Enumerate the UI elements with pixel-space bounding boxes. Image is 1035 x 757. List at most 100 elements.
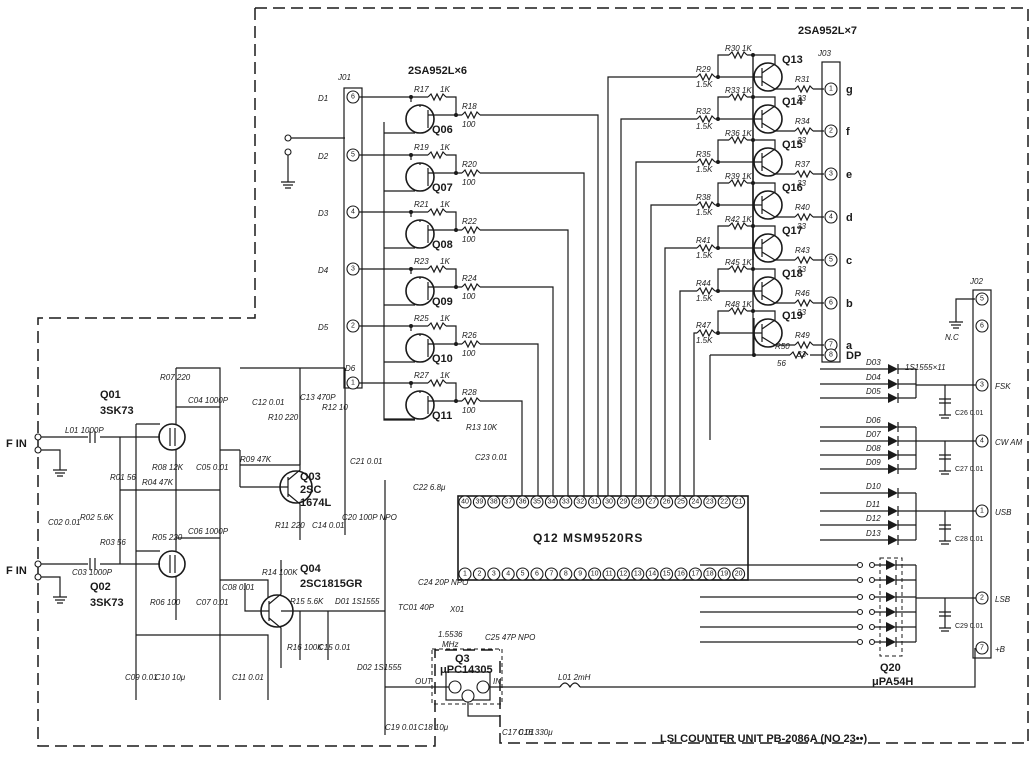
- diode-symbol: [886, 622, 896, 632]
- pnp-transistor-symbol: [753, 104, 783, 134]
- j03-pin: [824, 296, 838, 310]
- diode-symbol: [888, 393, 898, 403]
- digit-rb-label: R21: [414, 200, 429, 209]
- j01-pin-number: 4: [351, 209, 355, 216]
- resistor-symbol: [794, 298, 814, 308]
- ic-pin-number: 40: [461, 499, 469, 506]
- segment-rout-value: 33: [797, 179, 806, 188]
- resistor-symbol: [461, 225, 481, 235]
- digit-rb-label: R23: [414, 257, 429, 266]
- c12-label: C12 0.01: [252, 398, 284, 407]
- segment-transistor-label: Q17: [782, 225, 803, 237]
- j01-signal-label: D2: [318, 152, 329, 161]
- j02-label: J02: [969, 277, 983, 286]
- digit-transistor-label: Q06: [432, 124, 453, 136]
- resistor-symbol: [794, 169, 814, 179]
- segment-rin-label: R41: [696, 236, 711, 245]
- ic-pin-number: 28: [634, 499, 642, 506]
- segment-rout-value: 33: [797, 308, 806, 317]
- tc01-label: TC01 40P: [398, 603, 435, 612]
- j02-nc-label: N.C: [945, 333, 959, 342]
- unit-boundary: [37, 7, 1029, 747]
- ic-pin-number: 23: [706, 499, 714, 506]
- ic-pin-top: [458, 495, 472, 509]
- ic-pin-bottom: [544, 567, 558, 581]
- ic-pin-number: 4: [506, 571, 510, 578]
- segment-rin-label: R29: [696, 65, 711, 74]
- connector-j03: J03: [817, 49, 841, 363]
- digit-ro-label: R28: [462, 388, 477, 397]
- c25-label: C25 47P NPO: [485, 633, 535, 642]
- ic-pin-top: [645, 495, 659, 509]
- q02-type: 3SK73: [90, 597, 124, 609]
- q20-type: μPA54H: [872, 676, 913, 688]
- resistor-symbol: [461, 168, 481, 178]
- ic-pin-number: 3: [492, 571, 496, 578]
- digit-ro-value: 100: [462, 406, 476, 415]
- r01-label: R01 56: [110, 473, 136, 482]
- diode-label: D06: [866, 416, 881, 425]
- resistor-symbol: [696, 72, 716, 82]
- ic-pin-number: 6: [535, 571, 539, 578]
- pnp-transistor-symbol: [753, 276, 783, 306]
- diode-label: D05: [866, 387, 881, 396]
- ic-pin-top: [660, 495, 674, 509]
- resistor-symbol: [461, 282, 481, 292]
- r13-label: R13 10K: [466, 423, 498, 432]
- segment-rin-value: 1.5K: [696, 122, 713, 131]
- j01-pin-number: 5: [351, 152, 355, 159]
- j01-signal-label: D6: [345, 364, 356, 373]
- c22-label: C22 6.8μ: [413, 483, 446, 492]
- ic-pin-top: [487, 495, 501, 509]
- digit-ro-label: R18: [462, 102, 477, 111]
- digit-rb-value: 1K: [440, 85, 450, 94]
- segment-rin-value: 1.5K: [696, 165, 713, 174]
- resistor-symbol: [427, 150, 447, 160]
- c23-label: C23 0.01: [475, 453, 507, 462]
- r50-value: 56: [777, 359, 786, 368]
- ic-pin-top: [616, 495, 630, 509]
- j03-pin-number: 7: [829, 342, 833, 349]
- j03-pin: [824, 167, 838, 181]
- ic-pin-bottom: [530, 567, 544, 581]
- digit-transistor-label: Q11: [432, 410, 452, 422]
- q01-label: Q01: [100, 389, 121, 401]
- c20-label: C20 100P NPO: [342, 513, 397, 522]
- diode-label: D09: [866, 458, 881, 467]
- r07-label: R07 220: [160, 373, 191, 382]
- digit-rb-value: 1K: [440, 371, 450, 380]
- ic-pin-top: [501, 495, 515, 509]
- ic-pin-number: 24: [692, 499, 700, 506]
- j03-pin: [824, 348, 838, 362]
- diode-symbol: [888, 436, 898, 446]
- j03-pin-number: 3: [829, 171, 833, 178]
- c14-label: C14 0.01: [312, 521, 344, 530]
- diode-symbol: [888, 520, 898, 530]
- digit-transistor-label: Q08: [432, 239, 453, 251]
- diode-label: D12: [866, 514, 881, 523]
- ic-pin-number: 7: [549, 571, 553, 578]
- resistor-symbol: [696, 157, 716, 167]
- ic-pin-number: 22: [720, 499, 728, 506]
- ic-pin-bottom: [588, 567, 602, 581]
- ic-pin-top: [559, 495, 573, 509]
- diode-label: D07: [866, 430, 881, 439]
- j03-pin: [824, 210, 838, 224]
- d02-label: D02 1S1555: [357, 663, 402, 672]
- r05-label: R05 220: [152, 533, 183, 542]
- ic-pin-number: 14: [648, 571, 656, 578]
- j02-pin-number: 1: [980, 508, 984, 515]
- segment-rout-label: R34: [795, 117, 810, 126]
- resistor-symbol: [794, 255, 814, 265]
- j02-signal-label: FSK: [995, 382, 1011, 391]
- j02-pin: [975, 319, 989, 333]
- pnp-transistor-symbol: [753, 190, 783, 220]
- resistor-symbol: [794, 212, 814, 222]
- reg-out-label: OUT: [415, 677, 433, 686]
- j02-pin-number: 4: [980, 438, 984, 445]
